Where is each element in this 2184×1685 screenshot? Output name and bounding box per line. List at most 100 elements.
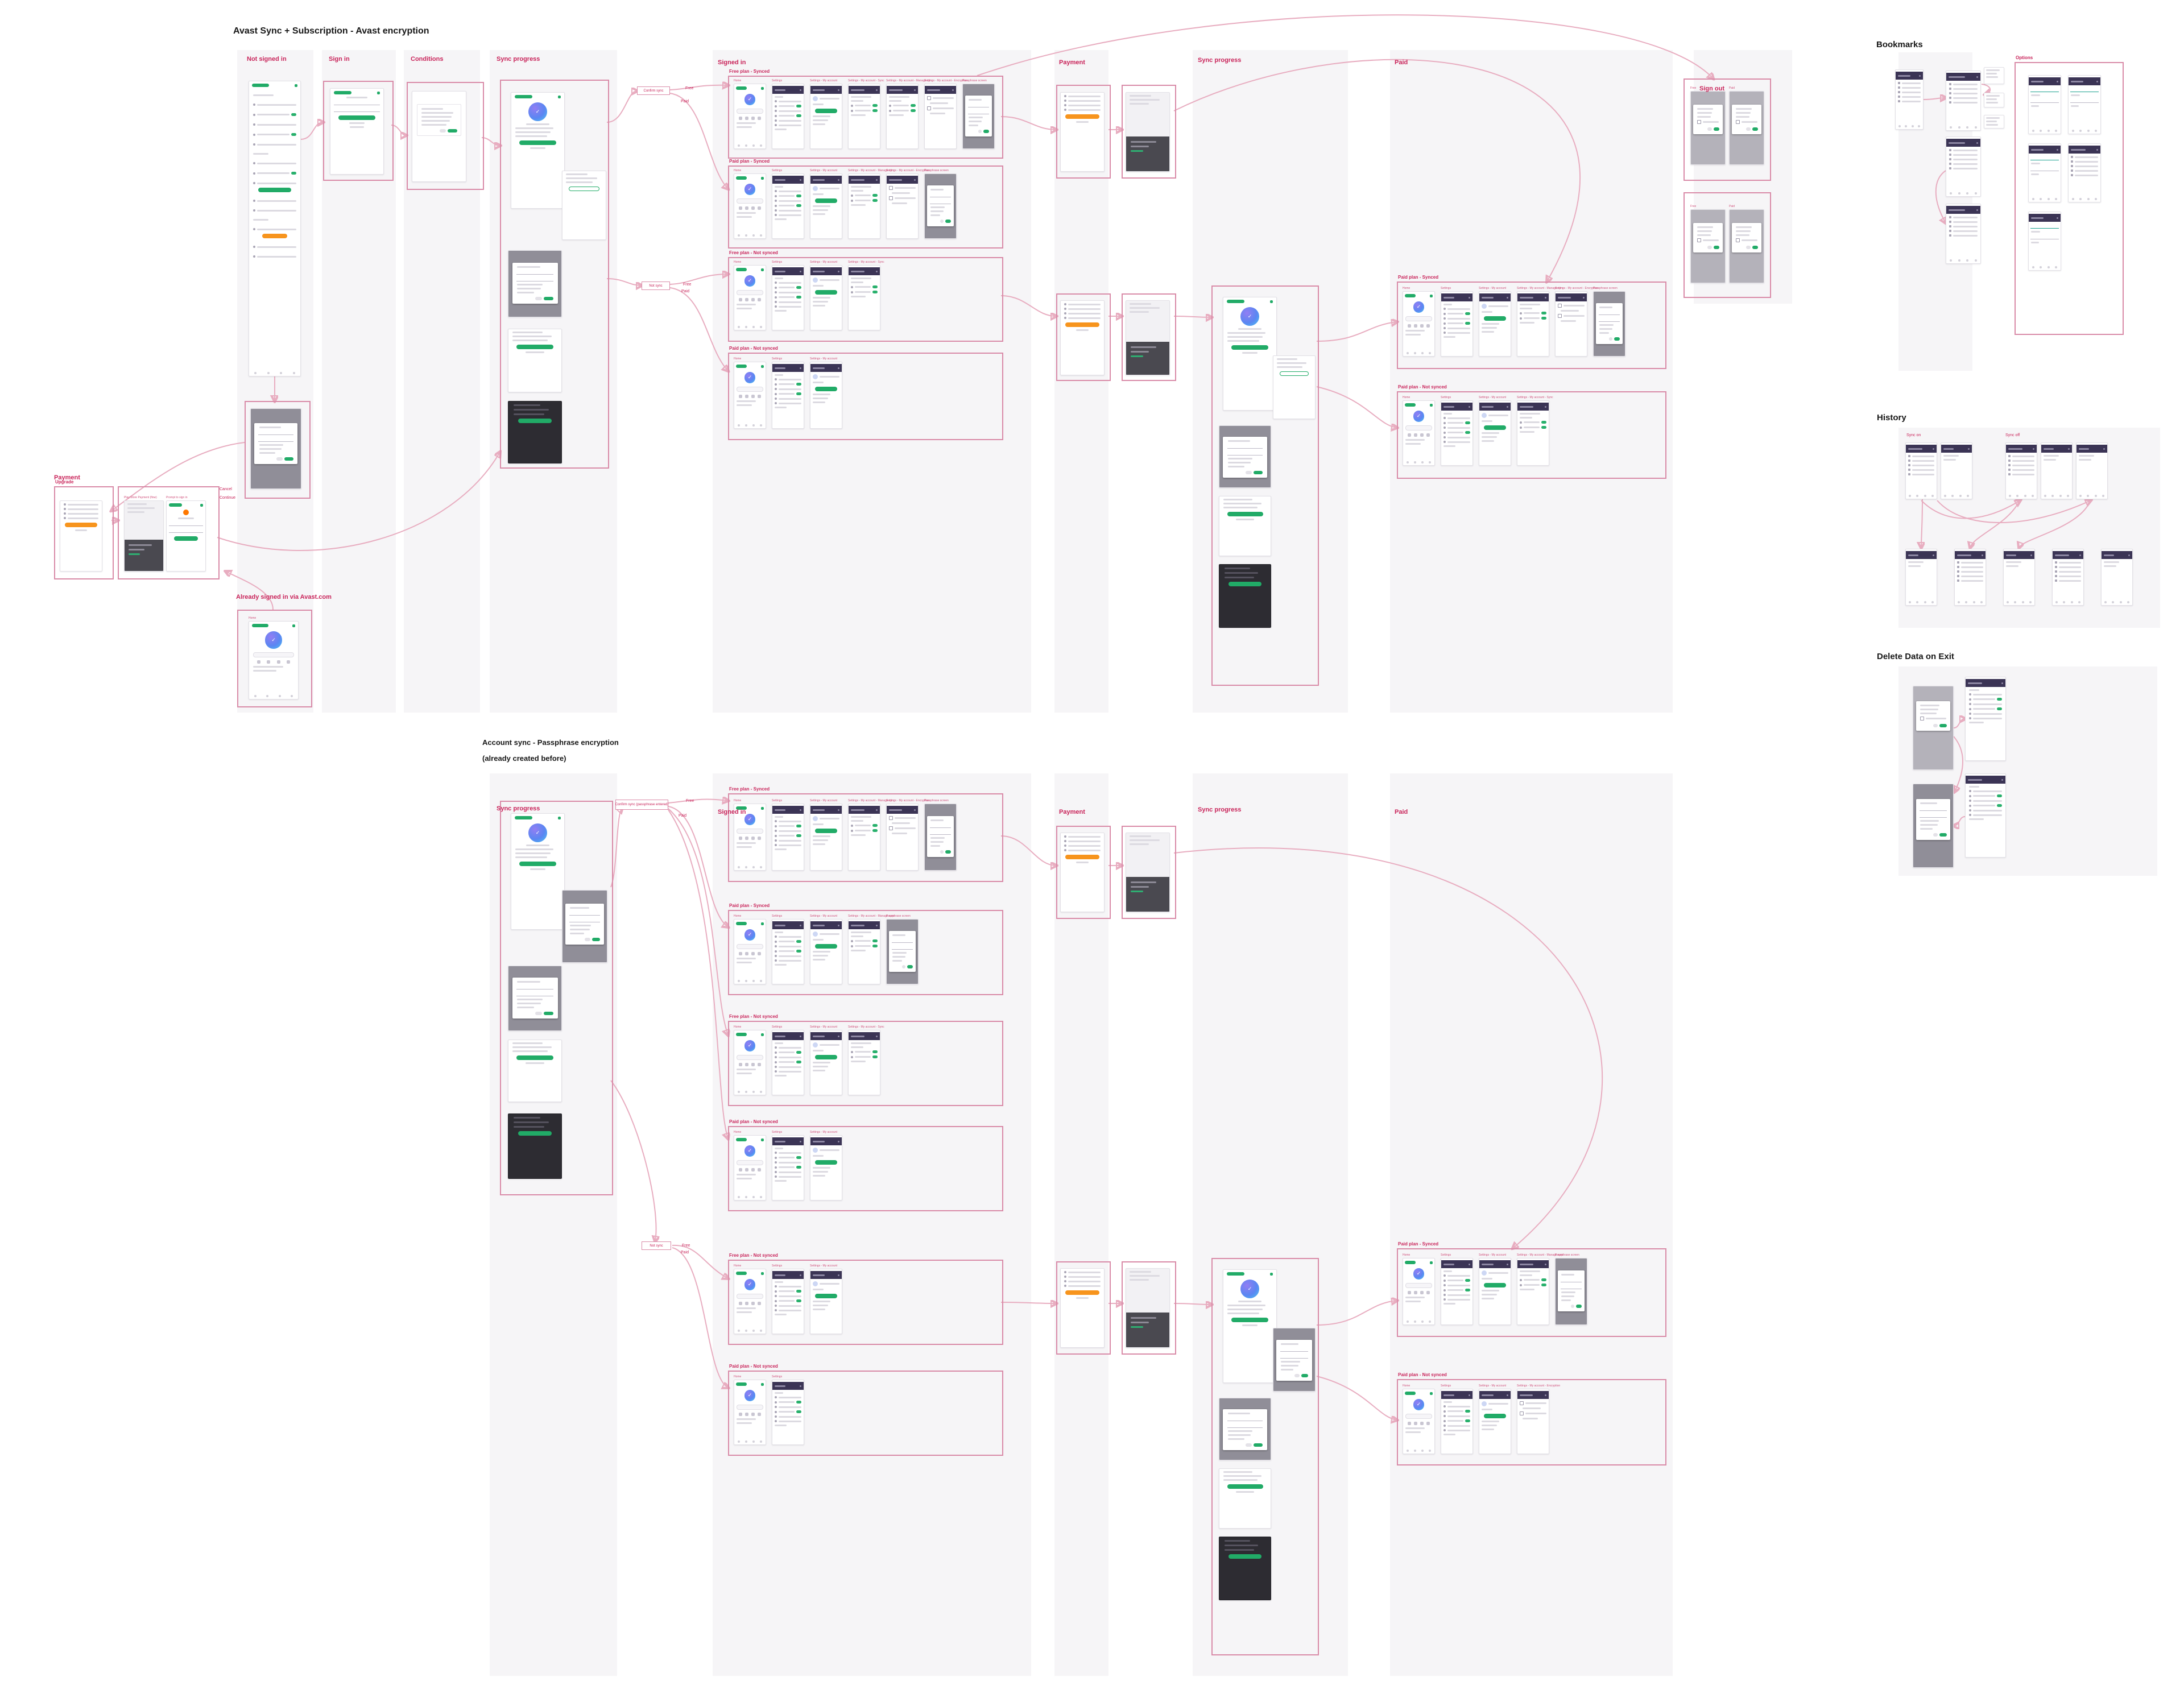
phone-home[interactable] <box>734 1135 766 1200</box>
group-box[interactable] <box>1211 1258 1319 1655</box>
phone-dialog[interactable] <box>1690 91 1726 165</box>
group-box[interactable] <box>728 1126 1003 1211</box>
phone-dark[interactable] <box>508 1113 562 1179</box>
phone-playstore[interactable] <box>1126 1268 1170 1348</box>
group-box[interactable] <box>1397 1248 1666 1337</box>
phone-home[interactable] <box>734 804 766 871</box>
connector-label-box[interactable]: Confirm sync <box>637 86 670 95</box>
phone-home[interactable] <box>734 1030 766 1095</box>
group-box[interactable] <box>1122 293 1176 381</box>
phone-splash[interactable] <box>511 92 565 209</box>
phone-playstore[interactable] <box>124 500 164 572</box>
phone-toggles[interactable] <box>848 173 880 239</box>
phone-settings[interactable] <box>772 84 804 149</box>
phone-list[interactable] <box>1946 204 1981 264</box>
phone-list[interactable] <box>2005 442 2037 499</box>
group-box[interactable] <box>1056 1261 1111 1355</box>
phone-checks[interactable] <box>924 84 957 149</box>
phone-account[interactable] <box>810 362 842 429</box>
phone-pb[interactable] <box>1905 549 1937 606</box>
phone-account[interactable] <box>810 173 842 239</box>
phone-card[interactable] <box>508 1040 562 1102</box>
phone-toggles[interactable] <box>848 919 880 984</box>
phone-playstore[interactable] <box>1126 833 1170 912</box>
phone-account[interactable] <box>1479 1258 1511 1325</box>
phone-settings[interactable] <box>1965 773 2006 858</box>
phone-modal[interactable] <box>924 173 957 239</box>
phone-modal[interactable] <box>508 966 562 1031</box>
group-box[interactable] <box>1122 826 1176 919</box>
phone-account[interactable] <box>810 1030 842 1095</box>
phone-account[interactable] <box>810 1269 842 1334</box>
phone-pay[interactable] <box>1060 92 1105 172</box>
phone-error[interactable] <box>1273 355 1316 419</box>
phone-account[interactable] <box>1479 291 1511 357</box>
group-box[interactable] <box>245 401 311 499</box>
phone-toggles[interactable] <box>1517 400 1549 466</box>
connector-label-box[interactable]: Not sync <box>642 1241 671 1250</box>
phone-home[interactable] <box>734 173 766 239</box>
group-box[interactable] <box>1684 192 1771 298</box>
phone-playstore[interactable] <box>1126 300 1170 375</box>
phone-pb[interactable] <box>2041 442 2073 499</box>
group-box[interactable] <box>728 76 1003 159</box>
group-box[interactable] <box>407 82 484 190</box>
phone-toggles[interactable] <box>1517 291 1549 357</box>
phone-modal[interactable] <box>1555 1258 1587 1325</box>
phone-home[interactable] <box>734 919 766 984</box>
phone-pop[interactable] <box>1984 115 2004 129</box>
phone-long[interactable] <box>249 81 301 376</box>
phone-list[interactable] <box>1946 136 1981 197</box>
phone-settings[interactable] <box>772 362 804 429</box>
phone-toggles[interactable] <box>848 804 880 871</box>
phone-pb[interactable] <box>2003 549 2035 606</box>
group-box[interactable] <box>1122 1261 1176 1355</box>
phone-checks[interactable] <box>886 804 919 871</box>
phone-account[interactable] <box>810 804 842 871</box>
group-box[interactable] <box>728 1021 1003 1106</box>
group-box[interactable] <box>728 257 1003 342</box>
phone-list[interactable] <box>2052 549 2084 606</box>
phone-form[interactable] <box>2028 143 2061 202</box>
phone-checks[interactable] <box>1555 291 1587 357</box>
phone-home[interactable] <box>1403 291 1435 357</box>
phone-dark[interactable] <box>1219 1537 1271 1600</box>
phone-pb[interactable] <box>1941 442 1972 499</box>
group-box[interactable] <box>2015 62 2124 335</box>
phone-dialog[interactable] <box>1729 209 1764 283</box>
phone-modal[interactable] <box>562 890 607 963</box>
group-box[interactable] <box>1056 85 1111 179</box>
phone-pb[interactable] <box>2101 549 2133 606</box>
phone-home[interactable] <box>1403 1389 1435 1454</box>
phone-account[interactable] <box>1479 400 1511 466</box>
phone-settings[interactable] <box>1965 677 2006 761</box>
group-box[interactable] <box>1397 391 1666 479</box>
phone-account[interactable] <box>810 84 842 149</box>
phone-account[interactable] <box>1479 1389 1511 1454</box>
phone-modal[interactable] <box>1219 1398 1271 1460</box>
phone-settings[interactable] <box>1441 291 1473 357</box>
phone-home[interactable] <box>734 84 766 149</box>
phone-checks[interactable] <box>886 173 919 239</box>
phone-modal[interactable] <box>1913 784 1954 868</box>
phone-signin[interactable] <box>330 88 384 175</box>
phone-modal[interactable] <box>508 250 562 317</box>
phone-pop[interactable] <box>1984 67 2004 84</box>
phone-home[interactable] <box>1403 400 1435 466</box>
phone-modal[interactable] <box>924 804 957 871</box>
group-box[interactable] <box>1397 281 1666 369</box>
group-box[interactable] <box>1056 826 1111 919</box>
phone-settings[interactable] <box>772 1030 804 1095</box>
phone-pop[interactable] <box>1984 93 2004 107</box>
group-box[interactable] <box>1397 1379 1666 1465</box>
phone-cond[interactable] <box>412 91 466 182</box>
phone-splash[interactable] <box>1223 1269 1277 1383</box>
phone-home[interactable] <box>734 362 766 429</box>
connector-label-box[interactable]: Confirm sync (passphrase entered) <box>615 800 668 810</box>
phone-playstore[interactable] <box>1126 92 1170 172</box>
phone-settings[interactable] <box>772 1380 804 1445</box>
phone-list[interactable] <box>2068 143 2101 202</box>
phone-dialog[interactable] <box>1913 686 1954 770</box>
phone-toggles[interactable] <box>848 1030 880 1095</box>
phone-list[interactable] <box>1905 442 1937 499</box>
